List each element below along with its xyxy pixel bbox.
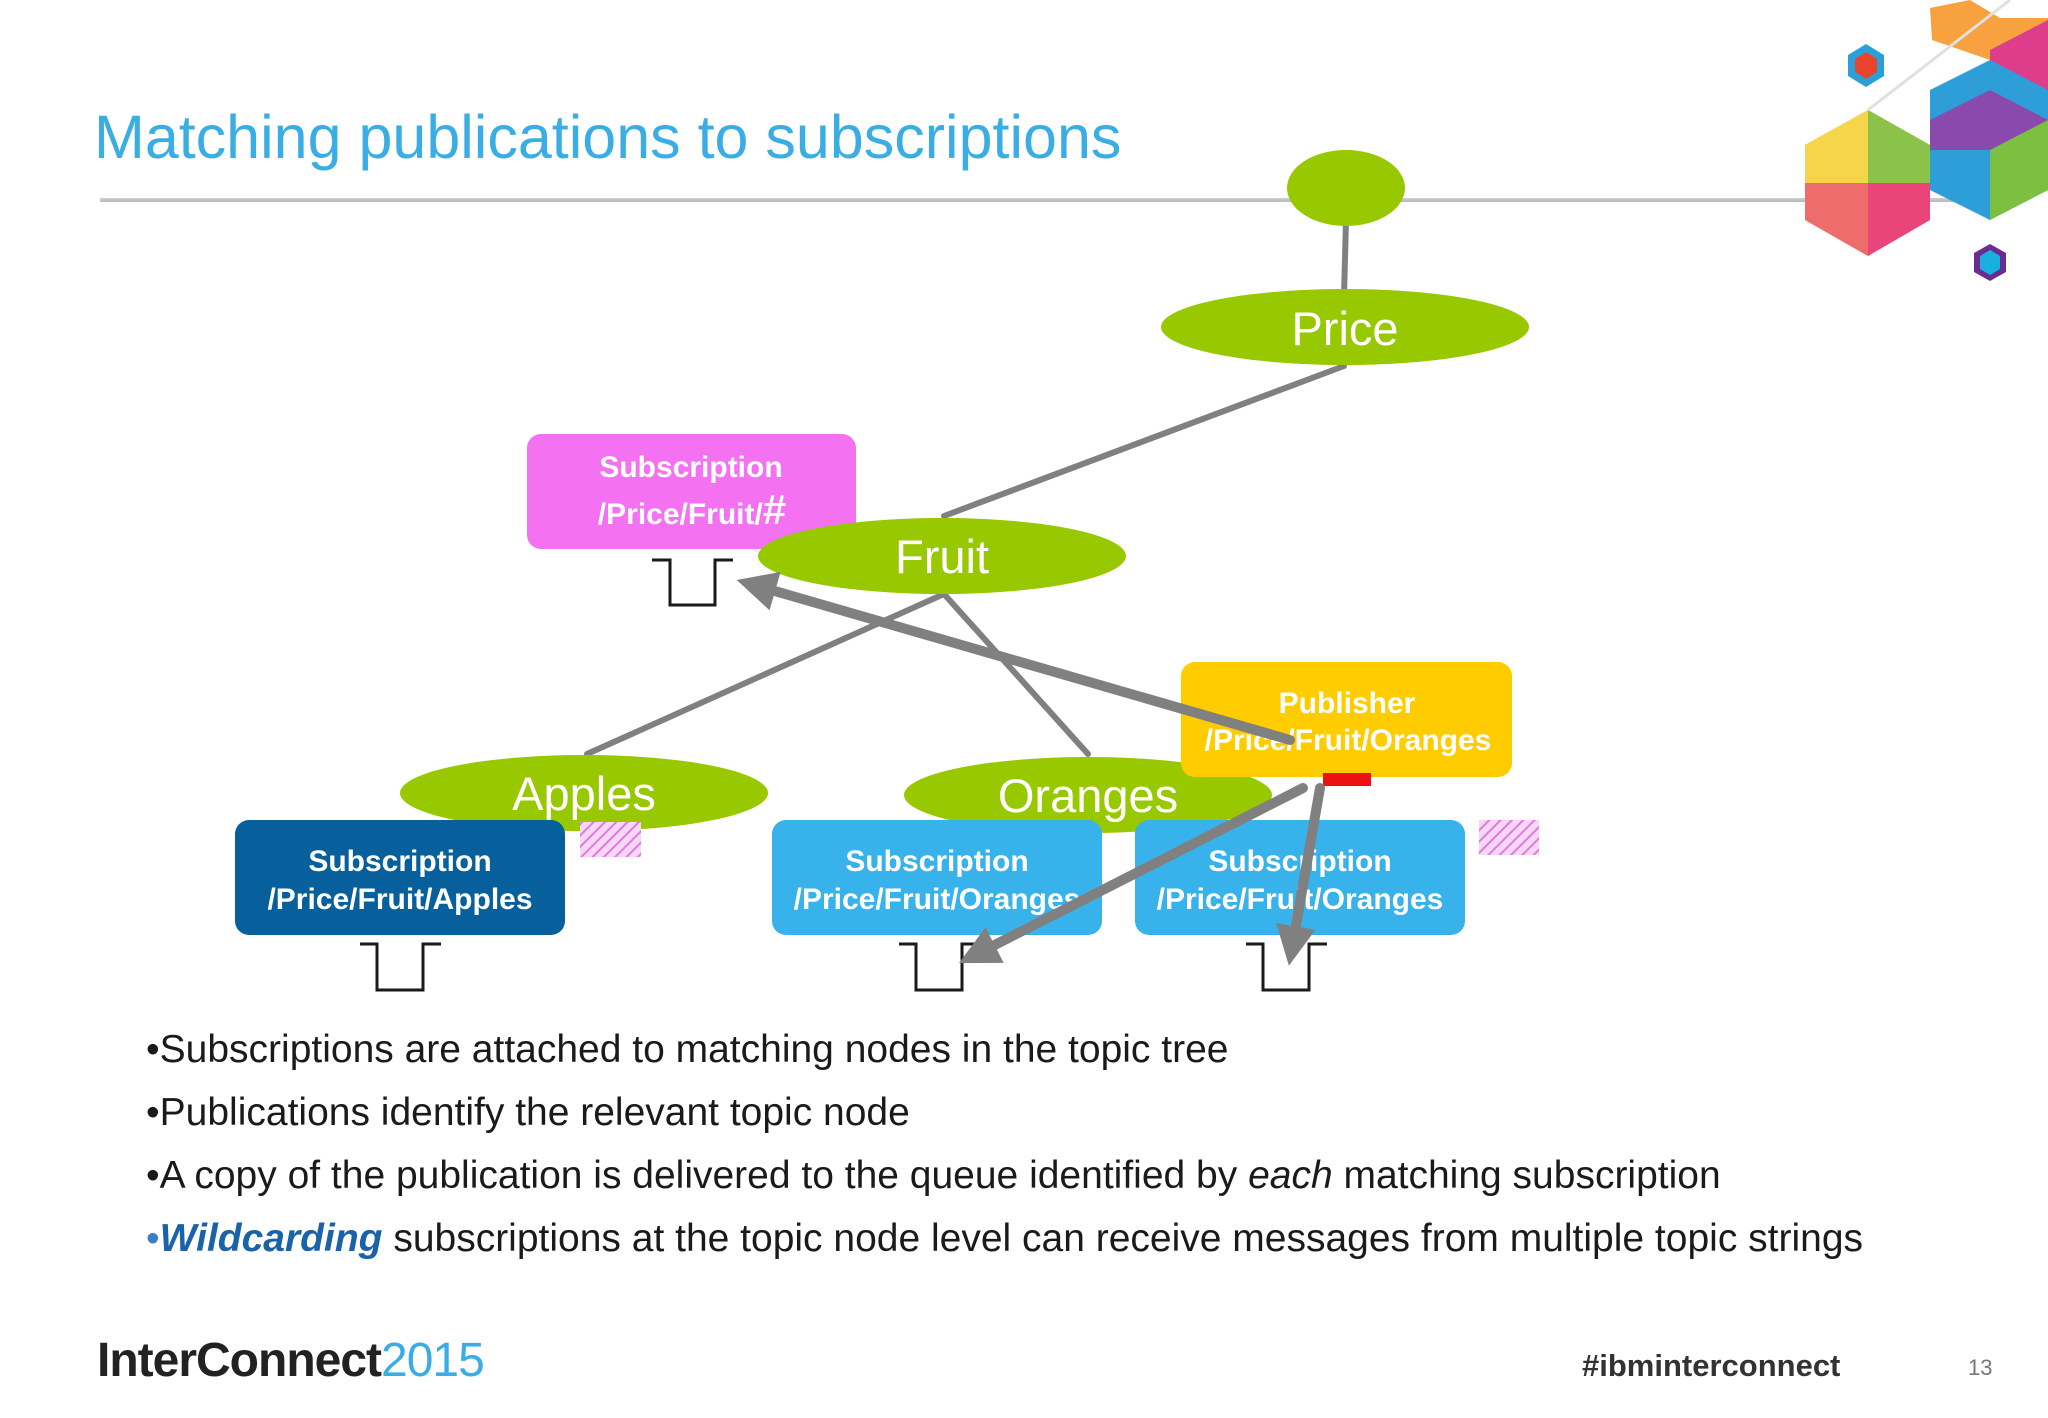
bullet-list: •Subscriptions are attached to matching … — [146, 1018, 1863, 1270]
arrow-to-oranges-2-queue — [1276, 783, 1325, 966]
subscription-oranges-1-title: Subscription — [845, 845, 1028, 878]
subscription-apples-title: Subscription — [308, 845, 491, 878]
publisher-marker — [1323, 773, 1371, 786]
oranges-node-label: Oranges — [998, 769, 1178, 822]
bullet-4: •Wildcarding subscriptions at the topic … — [146, 1217, 1864, 1260]
price-node — [1161, 289, 1529, 365]
interconnect-logo: InterConnect2015 — [97, 1334, 485, 1387]
subscription-oranges-2-title: Subscription — [1208, 845, 1391, 878]
subscription-oranges-1-box — [772, 820, 1102, 935]
queue-apples-icon — [360, 942, 441, 992]
queue-wildcard-icon — [652, 558, 733, 607]
price-node-label: Price — [1291, 302, 1398, 355]
event-hashtag: #ibminterconnect — [1582, 1348, 1841, 1383]
apples-node — [400, 755, 768, 831]
page-number: 13 — [1968, 1355, 1993, 1380]
publisher-box — [1181, 662, 1512, 777]
subscription-wildcard-box — [527, 434, 856, 549]
edge-fruit-oranges — [941, 591, 1091, 757]
oranges-node — [904, 757, 1272, 833]
tree-edges — [584, 217, 1349, 757]
bullet-2: •Publications identify the relevant topi… — [146, 1091, 910, 1134]
delivery-arrows — [736, 571, 1325, 966]
bullet-3: •A copy of the publication is delivered … — [146, 1154, 1721, 1197]
root-node — [1287, 150, 1405, 226]
edge-fruit-apples — [584, 591, 947, 757]
apples-node-label: Apples — [512, 767, 656, 820]
arrow-to-oranges-1-queue — [958, 783, 1308, 964]
queue-oranges-1-icon — [899, 942, 980, 992]
decorative-hexagon-logo — [1805, 0, 2048, 281]
fruit-node-label: Fruit — [895, 530, 989, 583]
slide-title: Matching publications to subscriptions — [94, 103, 1122, 171]
queue-oranges-2-icon — [1246, 942, 1327, 992]
hatched-marker-apples — [580, 822, 641, 857]
subscription-oranges-1-topic: /Price/Fruit/Oranges — [794, 883, 1081, 916]
subscription-wildcard-title: Subscription — [599, 451, 782, 484]
edge-price-fruit — [941, 363, 1347, 519]
hatched-marker-oranges — [1479, 820, 1539, 855]
publisher-title: Publisher — [1279, 687, 1416, 720]
subscription-wildcard-topic: /Price/Fruit/# — [598, 486, 786, 533]
subscription-apples-topic: /Price/Fruit/Apples — [267, 883, 532, 916]
edge-root-price — [1341, 217, 1349, 299]
title-divider — [100, 198, 1970, 202]
subscription-apples-box — [235, 820, 565, 935]
fruit-node — [758, 518, 1126, 594]
arrow-to-wildcard-queue — [736, 571, 1295, 745]
bullet-1: •Subscriptions are attached to matching … — [146, 1028, 1229, 1071]
